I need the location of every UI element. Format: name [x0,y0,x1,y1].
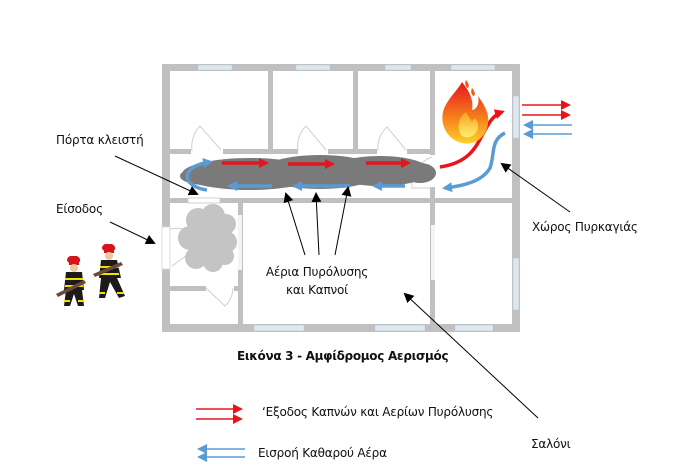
gases-pointer [334,186,352,256]
door-swing [297,125,327,152]
closed-door-label: Πόρτα κλειστή [56,133,144,147]
legend-intake-label: Εισροή Καθαρού Αέρα [258,446,387,460]
fire-room-pointer [500,162,571,213]
figure-caption: Εικόνα 3 - Αμφίδρομος Αερισμός [237,349,449,363]
window [295,64,331,71]
gases-label-line1: Αέρια Πυρόλυσης [265,265,369,279]
intake-curve-arrow [442,131,506,193]
smoke-cloud-entry [178,204,237,272]
exhaust-curve-arrow [439,109,505,169]
smoke-cloud-corridor [180,155,436,190]
window [238,215,242,270]
firefighter-icon [93,244,125,298]
callout-lines [109,155,571,419]
door-swing [191,125,222,152]
window [253,324,305,332]
wall-top [162,64,520,71]
intake-circulation-arrow [185,157,213,192]
gases-pointer [283,192,306,256]
corridor-exhaust-arrows [222,158,411,169]
wall-bottom [162,324,520,332]
window-airflow-arrows [522,100,572,139]
entrance-label: Είσοδος [56,202,103,216]
windows [197,64,520,332]
gases-pointer [311,192,322,256]
fire-room-label: Χώρος Πυρκαγιάς [532,220,638,234]
window [512,257,520,311]
window [197,64,233,71]
fire-room-airflow [439,109,506,193]
entrance-pointer [109,221,156,245]
entrance-door [161,226,171,270]
closed-door [187,197,221,204]
firefighter-icon [56,256,86,306]
legend-exhaust-marker [196,404,243,424]
window [384,64,412,71]
fire-flame-icon [442,80,489,144]
closed-door-pointer [114,155,199,196]
living-room-pointer [403,292,539,419]
window [454,324,494,332]
window [431,225,435,280]
corridor-intake-arrows [185,157,405,192]
legend-intake-marker [197,444,245,462]
gases-label-line2: και Καπνοί [286,283,348,297]
living-room-label: Σαλόνι [531,437,571,451]
window [374,324,426,332]
door-swing [377,126,407,152]
window [512,95,520,139]
legend-exhaust-label: ‘Εξοδος Καπνών και Αερίων Πυρόλυσης [262,405,494,419]
window [450,64,496,71]
